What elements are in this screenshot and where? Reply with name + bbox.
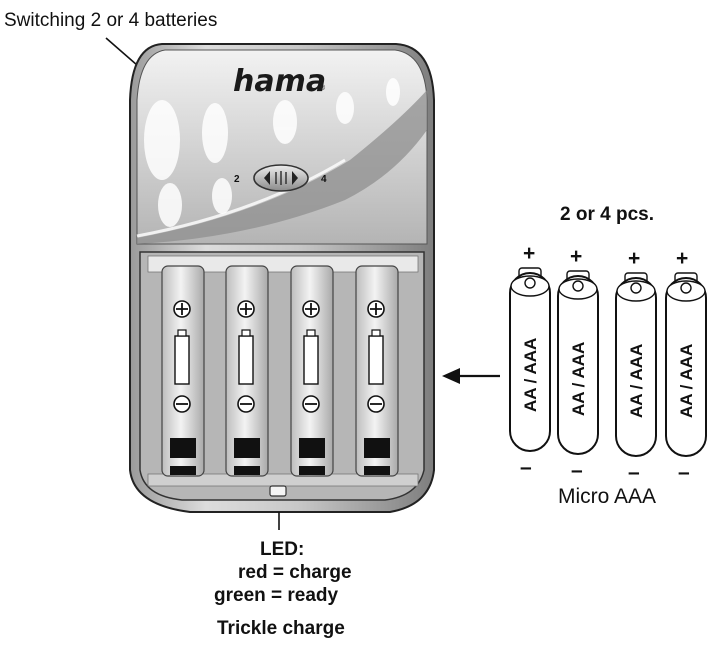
svg-text:AA / AAA: AA / AAA xyxy=(677,344,696,418)
svg-text:AA / AAA: AA / AAA xyxy=(521,338,540,412)
switch-label-4: 4 xyxy=(321,174,327,185)
charger-body: hama ® 2 4 xyxy=(129,43,435,513)
led-green-label: green = ready xyxy=(214,585,339,606)
svg-text:+: + xyxy=(523,242,535,265)
svg-text:–: – xyxy=(571,459,583,482)
svg-text:–: – xyxy=(628,461,640,484)
battery-slots xyxy=(161,265,399,477)
loose-battery: + AA / AAA – xyxy=(509,242,551,479)
trademark-symbol: ® xyxy=(320,84,326,92)
led-red-label: red = charge xyxy=(238,562,352,583)
pcs-label: 2 or 4 pcs. xyxy=(560,204,654,225)
svg-text:AA / AAA: AA / AAA xyxy=(569,342,588,416)
svg-text:+: + xyxy=(570,245,582,268)
battery-slot[interactable] xyxy=(290,265,334,477)
switching-label: Switching 2 or 4 batteries xyxy=(4,10,217,31)
body-ovals xyxy=(144,78,400,227)
loose-battery: + AA / AAA – xyxy=(665,247,707,484)
brand-logo: hama xyxy=(233,64,326,99)
battery-slot[interactable] xyxy=(161,265,205,477)
svg-text:–: – xyxy=(520,456,532,479)
led-indicator xyxy=(269,485,287,497)
svg-text:–: – xyxy=(678,461,690,484)
svg-text:+: + xyxy=(628,247,640,270)
loose-battery: + AA / AAA – xyxy=(615,247,657,484)
battery-slot[interactable] xyxy=(225,265,269,477)
battery-count-switch[interactable] xyxy=(253,164,309,192)
battery-slot[interactable] xyxy=(355,265,399,477)
loose-battery: + AA / AAA – xyxy=(557,245,599,482)
led-title: LED: xyxy=(260,539,304,560)
svg-text:AA / AAA: AA / AAA xyxy=(627,344,646,418)
svg-text:+: + xyxy=(676,247,688,270)
switch-label-2: 2 xyxy=(234,174,240,185)
micro-aaa-label: Micro AAA xyxy=(558,485,656,508)
insert-arrow xyxy=(442,368,500,384)
trickle-charge-label: Trickle charge xyxy=(217,618,345,639)
